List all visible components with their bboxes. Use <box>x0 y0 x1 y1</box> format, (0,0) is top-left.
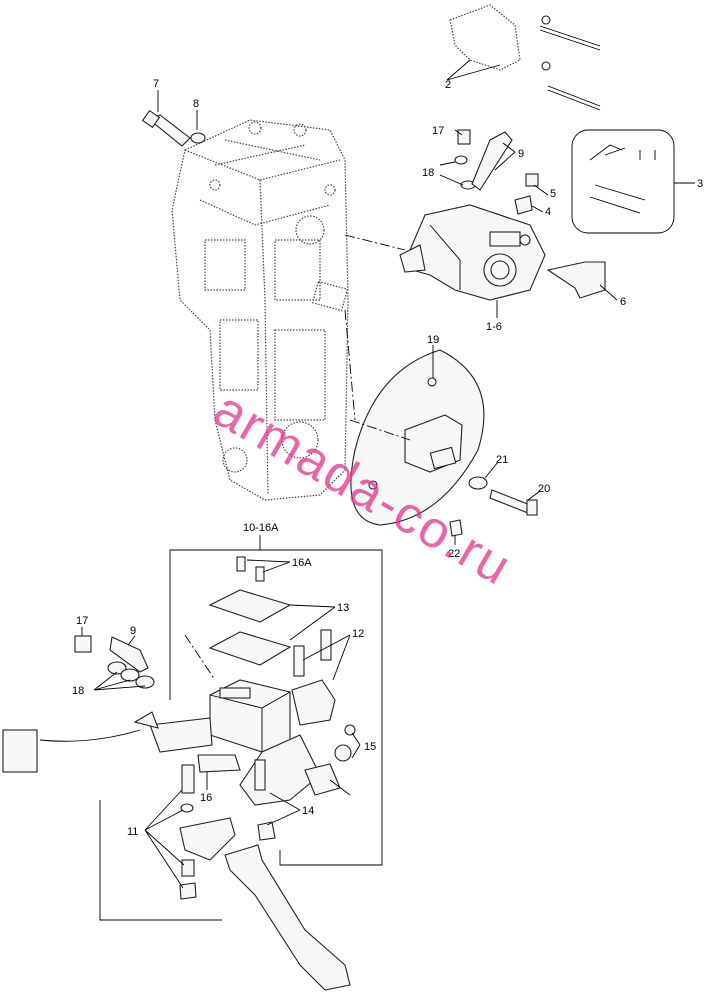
label-13: 13 <box>337 602 349 614</box>
bolt-20 <box>489 489 531 514</box>
pad-kit-3 <box>571 129 675 234</box>
assembly-frame-10-16A <box>169 549 383 866</box>
guide-line-1 <box>344 234 406 251</box>
label-17-lower: 17 <box>76 615 88 627</box>
label-11: 11 <box>127 826 138 838</box>
banjo-fitting-9 <box>471 131 513 191</box>
bolt-20-head <box>526 499 538 516</box>
bolt-17-lower <box>74 635 92 653</box>
clamp-12 <box>291 629 336 726</box>
lever-spring <box>181 859 195 877</box>
brake-lever <box>224 844 351 991</box>
washer-18-lower-c <box>135 675 155 689</box>
label-9-lower: 9 <box>130 625 136 637</box>
switch-cable <box>39 729 141 742</box>
guide-line-4 <box>184 634 216 681</box>
brake-disc-19 <box>350 349 485 526</box>
mount-bracket-2 <box>449 4 601 111</box>
label-3: 3 <box>697 178 703 190</box>
label-8: 8 <box>193 98 199 110</box>
guide-line-3 <box>349 419 411 441</box>
lever-bushing-a <box>180 803 194 813</box>
label-1-6: 1-6 <box>486 321 502 333</box>
nut-14 <box>257 821 276 841</box>
reservoir-cover-13a <box>208 589 292 623</box>
label-18-top: 18 <box>422 167 434 179</box>
washer-18-a <box>454 155 468 165</box>
label-6: 6 <box>620 296 626 308</box>
piston-16 <box>197 754 241 773</box>
gearbox-housing <box>171 119 349 501</box>
label-21: 21 <box>496 454 508 466</box>
label-22: 22 <box>448 548 460 560</box>
washer-8 <box>190 132 206 144</box>
lever-frame <box>99 800 222 921</box>
label-2: 2 <box>445 79 451 91</box>
label-20: 20 <box>538 483 550 495</box>
label-19: 19 <box>427 334 439 346</box>
label-7: 7 <box>153 78 159 90</box>
bolt-7 <box>141 109 191 147</box>
bleeder-4 <box>514 195 533 215</box>
washer-18-lower-a <box>107 661 127 675</box>
label-10-16A: 10-16A <box>243 522 279 534</box>
washer-18-lower-b <box>120 668 140 682</box>
washer-21 <box>468 476 488 490</box>
banjo-fitting-9-lower <box>109 636 149 673</box>
pivot-bolt <box>254 759 266 791</box>
brake-switch-15 <box>304 724 356 796</box>
cover-screws-16A <box>236 556 265 582</box>
pad-pin-6 <box>546 261 606 299</box>
lever-bolt-11 <box>181 764 195 794</box>
diaphragm-13b <box>208 631 292 666</box>
cable-connector <box>2 729 38 773</box>
label-12: 12 <box>352 628 364 640</box>
label-17-top: 17 <box>432 125 444 137</box>
brake-caliper <box>399 204 546 301</box>
label-14: 14 <box>302 805 314 817</box>
label-18-lower: 18 <box>72 685 84 697</box>
label-16: 16 <box>200 792 212 804</box>
guide-line-2 <box>344 309 356 421</box>
label-16A: 16A <box>292 557 312 569</box>
label-5: 5 <box>550 188 556 200</box>
label-4: 4 <box>545 206 551 218</box>
cable-arrow <box>133 711 159 729</box>
label-15: 15 <box>364 741 376 753</box>
lever-nut-11 <box>179 882 197 900</box>
lever-adjuster <box>179 817 236 861</box>
label-9-top: 9 <box>518 148 524 160</box>
bleeder-cap-5 <box>525 173 539 187</box>
leader-lines <box>81 59 695 889</box>
nut-22 <box>449 519 463 537</box>
bolt-17-top <box>457 129 471 145</box>
